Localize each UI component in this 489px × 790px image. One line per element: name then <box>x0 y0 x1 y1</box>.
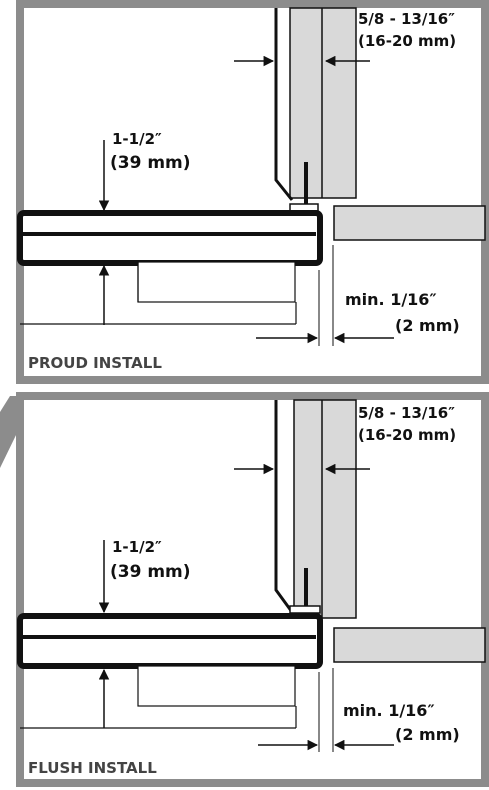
appliance-outline <box>274 400 294 613</box>
flush-install-panel: 5/8 - 13/16″ (16-20 mm) 1-1/2″ (39 mm) m… <box>16 392 489 787</box>
top-gap-label-mm: (16-20 mm) <box>358 426 456 444</box>
mounting-bracket <box>289 203 319 212</box>
cabinet-wall <box>289 7 357 199</box>
top-gap-label-mm: (16-20 mm) <box>358 32 456 50</box>
countertop <box>17 210 323 266</box>
thickness-label: 1-1/2″ <box>112 130 162 148</box>
thickness-label-mm: (39 mm) <box>110 153 191 173</box>
base-cabinet <box>137 665 296 707</box>
panel-frame <box>16 392 489 787</box>
top-gap-label: 5/8 - 13/16″ <box>358 404 455 422</box>
panel-caption: FLUSH INSTALL <box>28 759 157 777</box>
min-gap-label: min. 1/16″ <box>343 701 435 720</box>
mounting-bracket <box>289 605 321 614</box>
proud-install-panel: 5/8 - 13/16″ (16-20 mm) 1-1/2″ (39 mm) m… <box>16 0 489 384</box>
panel-frame <box>16 0 489 384</box>
appliance-outline <box>274 8 294 201</box>
min-gap-label-mm: (2 mm) <box>395 316 460 335</box>
cabinet-face <box>333 627 486 663</box>
thickness-label-mm: (39 mm) <box>110 562 191 582</box>
panel-caption: PROUD INSTALL <box>28 354 162 372</box>
min-gap-label: min. 1/16″ <box>345 290 437 309</box>
cabinet-wall <box>293 399 357 619</box>
thickness-label: 1-1/2″ <box>112 538 162 556</box>
top-gap-label: 5/8 - 13/16″ <box>358 10 455 28</box>
min-gap-label-mm: (2 mm) <box>395 725 460 744</box>
base-cabinet <box>137 261 296 303</box>
countertop <box>17 613 323 669</box>
cabinet-face <box>333 205 486 241</box>
